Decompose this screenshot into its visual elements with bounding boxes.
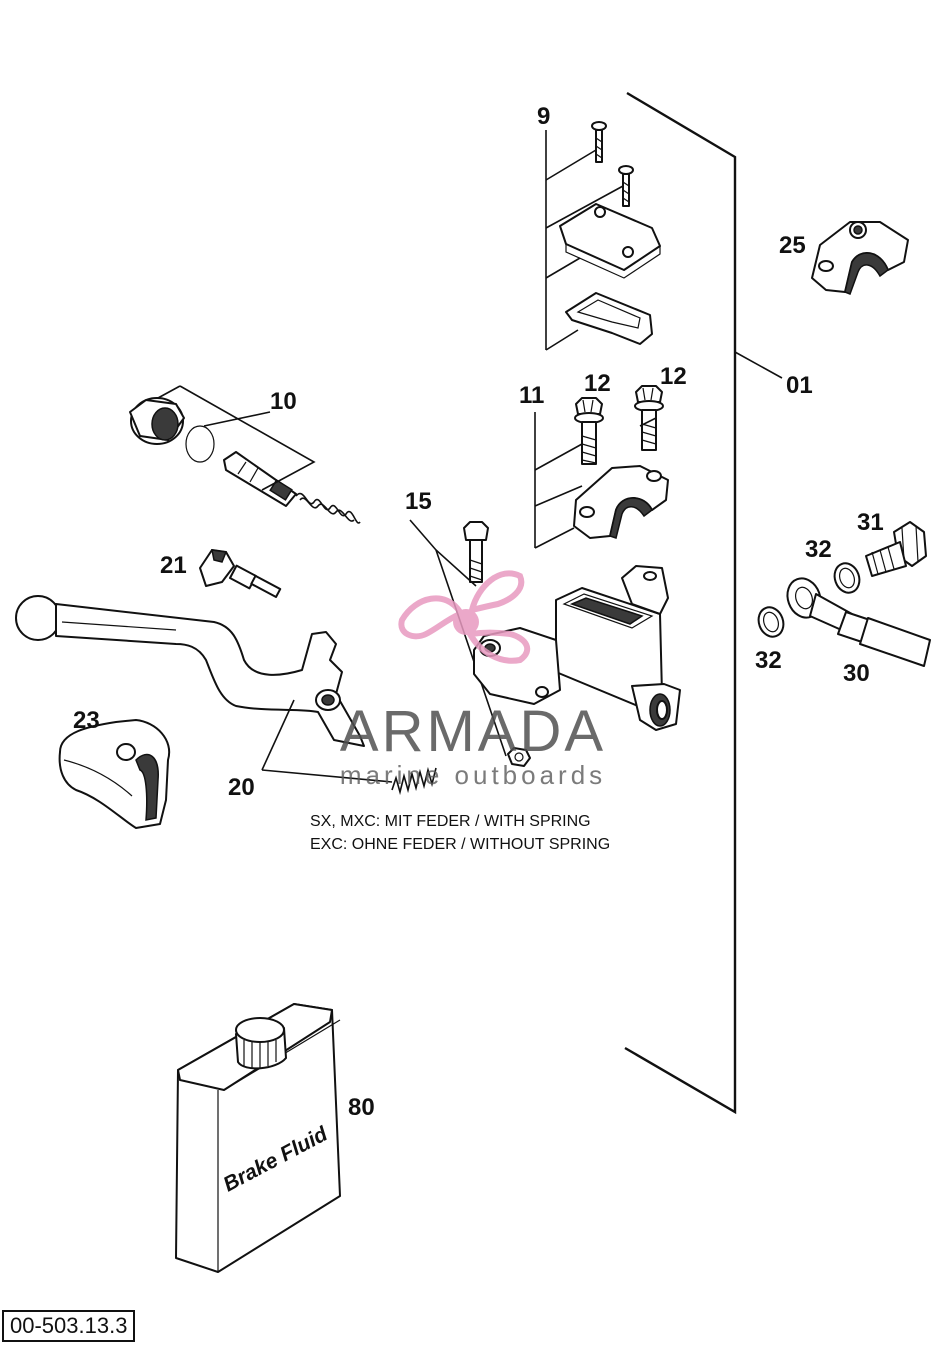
part-80-brake-fluid-container: Brake Fluid: [175, 1003, 341, 1273]
label-10: 10: [270, 388, 297, 415]
lever-spring: [391, 766, 437, 796]
part-10-piston-kit: [129, 385, 361, 524]
label-9: 9: [537, 103, 550, 130]
label-23: 23: [73, 707, 100, 734]
part-12-clamp-bolts: [574, 385, 664, 465]
watermark-title: ARMADA: [339, 699, 607, 764]
label-15: 15: [405, 488, 432, 515]
document-code: 00-503.13.3: [2, 1310, 136, 1342]
watermark-propeller: [398, 570, 531, 664]
label-21: 21: [160, 552, 187, 579]
label-30: 30: [843, 660, 870, 687]
label-31: 31: [857, 509, 884, 536]
spring-notes: SX, MXC: MIT FEDER / WITH SPRING EXC: OH…: [310, 813, 610, 853]
label-32a: 32: [805, 536, 832, 563]
part-20-brake-lever: [15, 595, 437, 796]
watermark-subtitle: marine outboards: [339, 760, 607, 790]
part-31-banjo-bolt: [865, 521, 927, 577]
label-11: 11: [519, 382, 544, 409]
assembly-bracket-01: [624, 91, 783, 1115]
part-11-clamp: [534, 412, 669, 549]
part-25-handlebar-clamp: [811, 221, 909, 295]
part-9-reservoir-cover: [545, 121, 661, 351]
part-21-adjuster-screw: [199, 549, 282, 598]
label-80: 80: [348, 1094, 375, 1121]
note-line-1: SX, MXC: MIT FEDER / WITH SPRING: [310, 813, 591, 830]
label-20: 20: [228, 774, 255, 801]
part-15-pivot-bolt: [409, 519, 531, 767]
label-25: 25: [779, 232, 806, 259]
part-32-washers: [757, 562, 861, 638]
part-30-brake-line: [786, 577, 931, 667]
label-12a: 12: [584, 370, 611, 397]
label-01: 01: [786, 372, 813, 399]
label-32b: 32: [755, 647, 782, 674]
piston-spring: [295, 492, 361, 524]
part-23-lever-cover: [58, 719, 171, 829]
label-12b: 12: [660, 363, 687, 390]
part-number-labels: 01 9 10 11 12 12 15 20 21 23 25 30 31 32…: [73, 103, 884, 1121]
note-line-2: EXC: OHNE FEDER / WITHOUT SPRING: [310, 836, 610, 853]
